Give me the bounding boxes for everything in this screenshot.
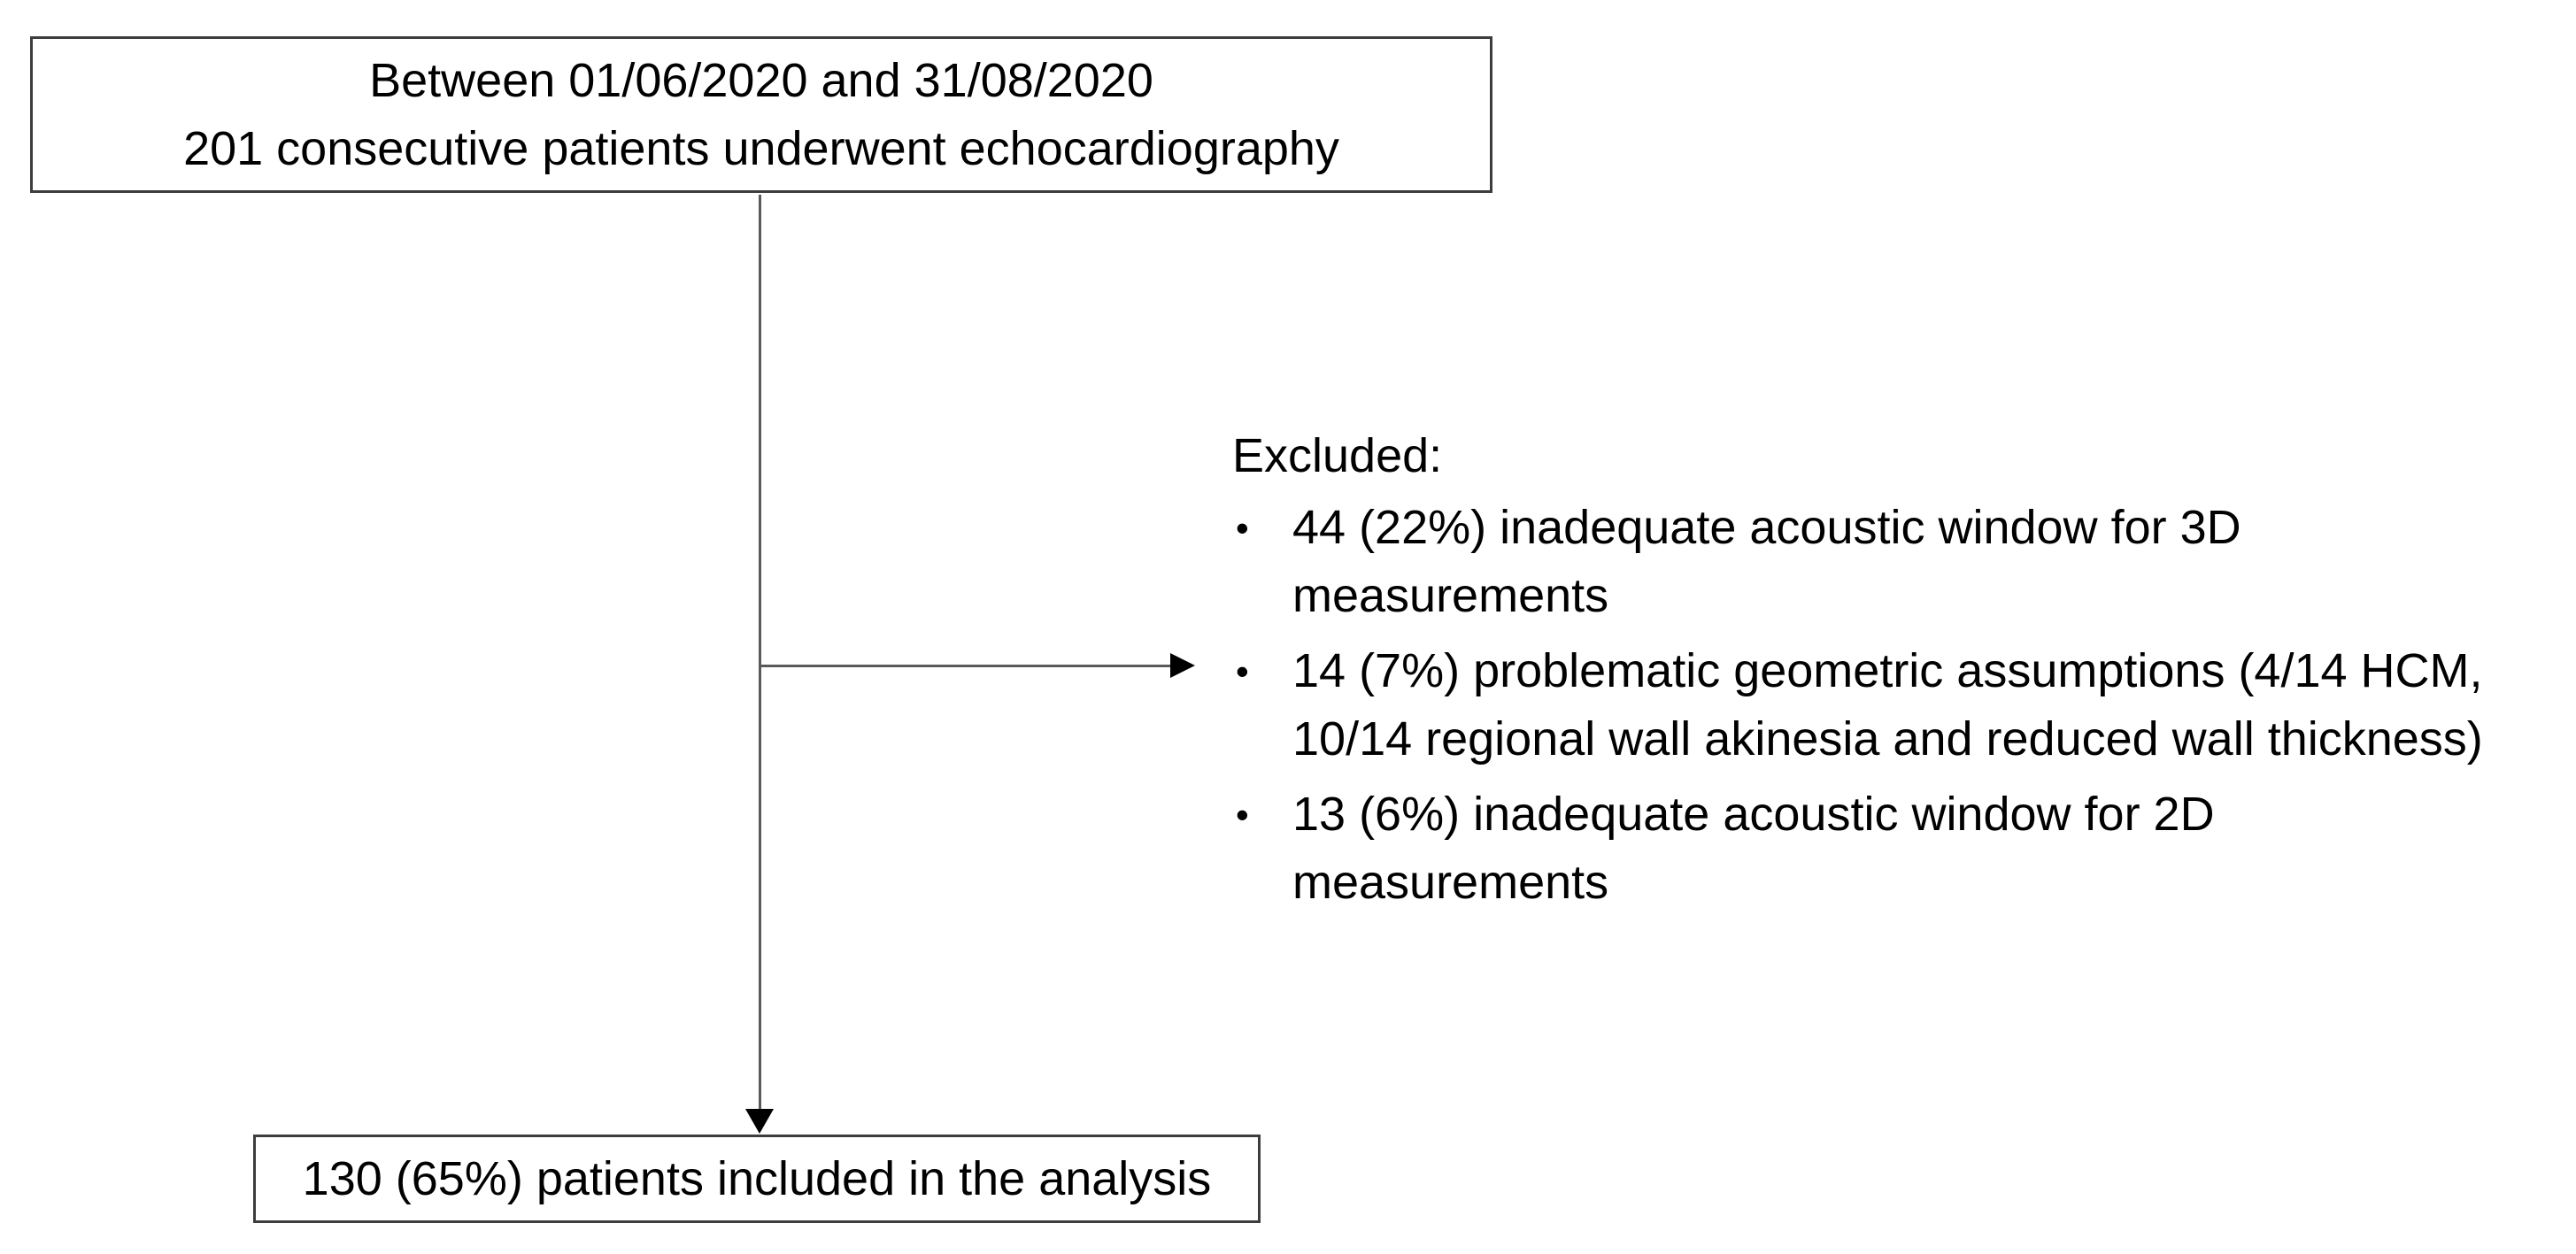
bullet-icon: • bbox=[1236, 794, 1249, 835]
excluded-item-1-line-2: measurements bbox=[1292, 569, 1609, 622]
excluded-item-2-line-1: 14 (7%) problematic geometric assumption… bbox=[1292, 644, 2483, 697]
vertical-connector-line bbox=[759, 195, 761, 1112]
bullet-icon: • bbox=[1236, 507, 1249, 549]
excluded-item-1-line-1: 44 (22%) inadequate acoustic window for … bbox=[1292, 501, 2241, 554]
excluded-item-2-line-2: 10/14 regional wall akinesia and reduced… bbox=[1292, 712, 2483, 765]
enrollment-line-2: 201 consecutive patients underwent echoc… bbox=[183, 121, 1339, 175]
arrow-down-icon bbox=[745, 1109, 774, 1134]
enrollment-line-1: Between 01/06/2020 and 31/08/2020 bbox=[369, 53, 1153, 107]
enrollment-box: Between 01/06/2020 and 31/08/2020 201 co… bbox=[30, 36, 1492, 193]
bullet-icon: • bbox=[1236, 650, 1249, 692]
excluded-panel: Excluded: • 44 (22%) inadequate acoustic… bbox=[1232, 425, 2534, 917]
excluded-item: • 14 (7%) problematic geometric assumpti… bbox=[1232, 637, 2534, 773]
excluded-heading: Excluded: bbox=[1232, 429, 1443, 482]
excluded-item-3-line-2: measurements bbox=[1292, 856, 1609, 909]
included-box: 130 (65%) patients included in the analy… bbox=[253, 1135, 1261, 1223]
excluded-item: • 13 (6%) inadequate acoustic window for… bbox=[1232, 781, 2534, 917]
exclusion-connector-line bbox=[761, 665, 1170, 667]
excluded-item-3-line-1: 13 (6%) inadequate acoustic window for 2… bbox=[1292, 788, 2215, 841]
included-text: 130 (65%) patients included in the analy… bbox=[302, 1151, 1212, 1205]
excluded-item: • 44 (22%) inadequate acoustic window fo… bbox=[1232, 494, 2534, 630]
arrow-right-icon bbox=[1170, 653, 1195, 678]
